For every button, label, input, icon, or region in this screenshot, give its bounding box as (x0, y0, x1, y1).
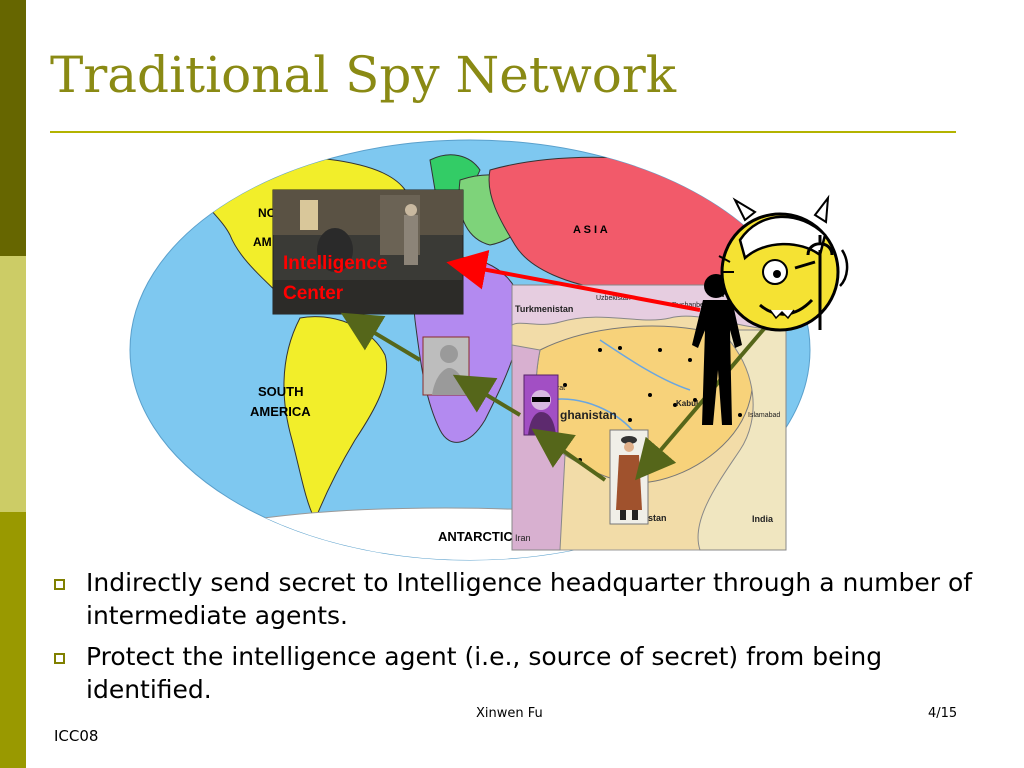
arrow-red-to-center (446, 250, 701, 312)
label-north-america-1: NO (258, 206, 276, 220)
label-north-america-2: AM (253, 235, 272, 249)
photo-figure-seated (317, 228, 353, 272)
sidebar-accent-bottom (0, 512, 26, 768)
arrow-agent-to-center (340, 312, 422, 362)
label-iran: Iran (515, 533, 531, 543)
agent-grey-photo (422, 336, 470, 396)
label-uzbekistan: Uzbekistan (596, 295, 631, 302)
intelligence-center-label-1: Intelligence (283, 253, 388, 274)
footer-page-number: 4/15 (928, 706, 958, 721)
arrow-coat-to-masked (531, 428, 607, 482)
arrow-masked-to-grey (452, 374, 522, 417)
label-asia: A S I A (573, 224, 608, 236)
afghanistan-map-inset: Turkmenistan Uzbekistan Dushanbe T ghani… (511, 284, 787, 551)
cartoon-spy-head (718, 194, 849, 332)
footer-author: Xinwen Fu (476, 706, 543, 721)
intelligence-center-photo: Intelligence Center (272, 189, 464, 315)
label-turkmenistan: Turkmenistan (515, 304, 573, 314)
bullet-list: Indirectly send secret to Intelligence h… (50, 566, 980, 714)
relay-arrows (340, 250, 782, 482)
label-south-america-2: AMERICA (250, 404, 311, 419)
sidebar-accent-middle (0, 256, 26, 512)
title-underline (50, 131, 956, 133)
sidebar-accent-top (0, 0, 26, 256)
bullet-text: Indirectly send secret to Intelligence h… (86, 568, 973, 630)
bullet-text: Protect the intelligence agent (i.e., so… (86, 642, 883, 704)
label-pakistan: stan (648, 513, 667, 523)
label-dushanbe: Dushanbe (672, 302, 704, 309)
photo-figure-standing (404, 215, 418, 265)
intelligence-center-label-2: Center (283, 283, 344, 304)
footer-conference: ICC08 (54, 727, 99, 745)
trident (806, 235, 834, 330)
photo-floor (273, 280, 463, 314)
label-afghanistan: ghanistan (560, 408, 617, 422)
pakistan-region (697, 329, 787, 551)
agent-masked-photo (523, 374, 559, 436)
photo-lamp-glow (300, 200, 318, 230)
label-south-america-1: SOUTH (258, 384, 304, 399)
bullet-item: Protect the intelligence agent (i.e., so… (50, 640, 980, 706)
bullet-item: Indirectly send secret to Intelligence h… (50, 566, 980, 632)
square-bullet-icon (54, 579, 65, 590)
agent-trenchcoat-photo (609, 429, 649, 525)
square-bullet-icon (54, 653, 65, 664)
label-india: India (752, 514, 774, 524)
label-islamabad: Islamabad (748, 412, 780, 419)
label-kabul: Kabul (676, 399, 698, 408)
label-antarctica: ANTARCTIC (438, 529, 513, 544)
sidebar-accent (0, 0, 26, 768)
slide-title: Traditional Spy Network (50, 46, 677, 104)
